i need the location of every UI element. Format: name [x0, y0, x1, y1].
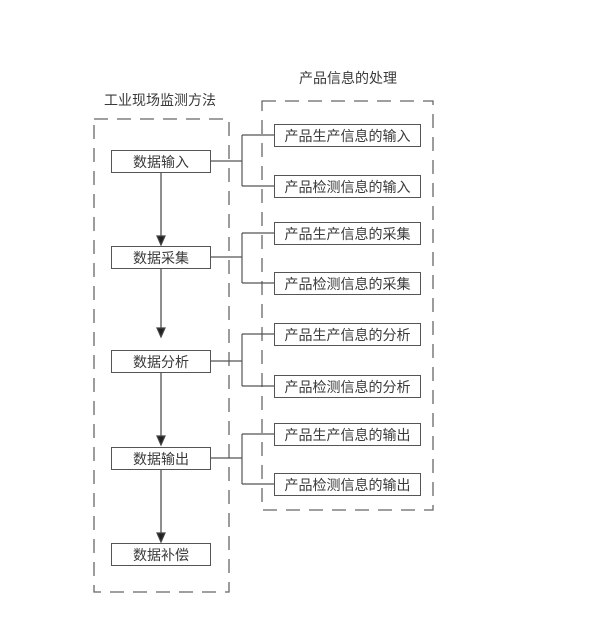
item-inspection-analysis: 产品检测信息的分析 [274, 375, 421, 398]
item-production-output: 产品生产信息的输出 [274, 423, 421, 446]
connector-input [211, 134, 274, 187]
connector-collect [211, 232, 274, 284]
step-data-output: 数据输出 [111, 447, 211, 470]
item-production-input: 产品生产信息的输入 [274, 124, 421, 147]
arrowhead-icon [156, 327, 166, 339]
item-inspection-collection: 产品检测信息的采集 [274, 272, 421, 295]
item-inspection-output: 产品检测信息的输出 [274, 473, 421, 496]
arrowhead-icon [156, 435, 166, 447]
left-dashed-frame [93, 118, 230, 593]
right-panel-title: 产品信息的处理 [299, 71, 397, 87]
item-inspection-input: 产品检测信息的输入 [274, 175, 421, 198]
step-data-input: 数据输入 [111, 150, 211, 173]
item-production-collection: 产品生产信息的采集 [274, 222, 421, 245]
step-data-collection: 数据采集 [111, 246, 211, 269]
item-production-analysis: 产品生产信息的分析 [274, 323, 421, 346]
right-dashed-frame [261, 100, 434, 511]
connector-analyze [211, 333, 274, 387]
connector-output [211, 433, 274, 485]
step-data-compensation: 数据补偿 [111, 543, 211, 566]
left-panel-title: 工业现场监测方法 [104, 93, 216, 109]
arrowhead-icon [156, 532, 166, 544]
step-data-analysis: 数据分析 [111, 350, 211, 373]
arrowhead-icon [156, 235, 166, 247]
